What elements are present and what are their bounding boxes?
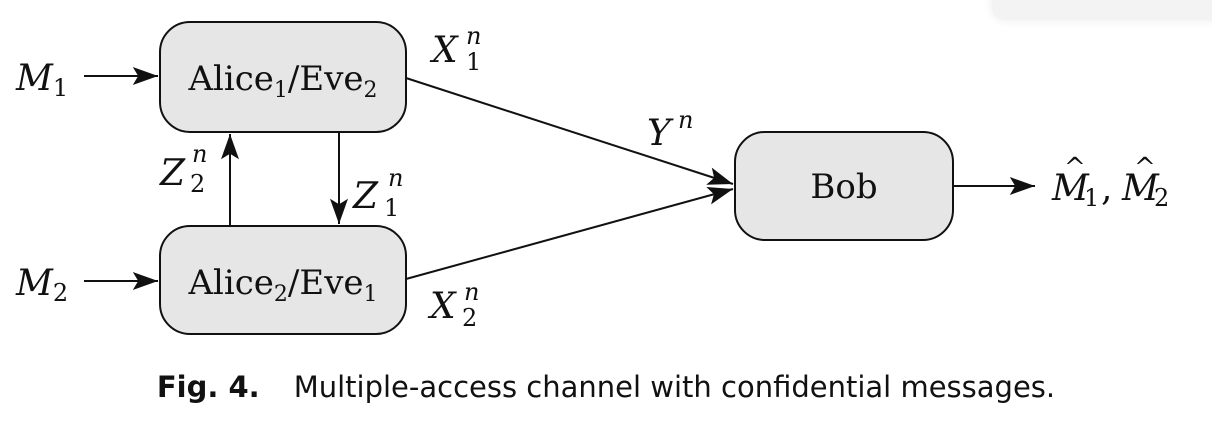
decoded-messages-label: M ^ 1 , M ^ 2 — [1051, 153, 1169, 212]
svg-text:Alice1/Eve2: Alice1/Eve2 — [187, 59, 377, 103]
svg-text:n: n — [464, 278, 479, 306]
svg-text:X: X — [427, 286, 457, 327]
svg-text:Bob: Bob — [810, 167, 877, 207]
figure-caption: Fig. 4. Multiple-access channel with conf… — [0, 370, 1212, 404]
m2-input-label: M2 — [15, 263, 68, 307]
x2-to-bob-edge — [405, 187, 734, 280]
svg-text:2: 2 — [462, 304, 477, 332]
figure-number: Fig. 4. — [156, 370, 260, 404]
svg-text:1: 1 — [384, 194, 399, 222]
svg-text:n: n — [388, 164, 403, 192]
alice2-eve1-node: Alice2/Eve1 — [159, 225, 407, 335]
z2-signal-label: Z n 2 — [159, 140, 207, 198]
m1-input-label: M1 — [15, 58, 68, 102]
svg-text:^: ^ — [1064, 153, 1086, 183]
caption-text: Multiple-access channel with confidentia… — [293, 370, 1056, 404]
svg-text:X: X — [429, 30, 459, 71]
alice1-eve2-node: Alice1/Eve2 — [159, 21, 407, 133]
svg-text:n: n — [466, 22, 481, 50]
svg-text:M: M — [1121, 168, 1160, 209]
svg-text:,: , — [1101, 168, 1112, 209]
x2-signal-label: X n 2 — [427, 278, 479, 332]
svg-text:n: n — [678, 106, 693, 134]
svg-text:2: 2 — [190, 170, 205, 198]
z1-signal-label: Z n 1 — [352, 164, 403, 222]
svg-text:n: n — [192, 140, 207, 168]
x1-signal-label: X n 1 — [429, 22, 481, 76]
x1-to-bob-edge — [405, 77, 734, 185]
svg-text:^: ^ — [1134, 153, 1156, 183]
svg-text:Z: Z — [352, 176, 379, 217]
bob-node: Bob — [734, 131, 954, 241]
corner-panel — [992, 0, 1212, 20]
svg-text:Z: Z — [159, 153, 186, 194]
svg-text:1: 1 — [466, 48, 481, 76]
y-signal-label: Y n — [647, 106, 693, 154]
svg-text:M: M — [1051, 168, 1090, 209]
svg-text:Alice2/Eve1: Alice2/Eve1 — [187, 263, 377, 307]
svg-text:Y: Y — [647, 113, 674, 154]
svg-text:2: 2 — [1154, 184, 1169, 212]
svg-text:1: 1 — [1084, 184, 1099, 212]
